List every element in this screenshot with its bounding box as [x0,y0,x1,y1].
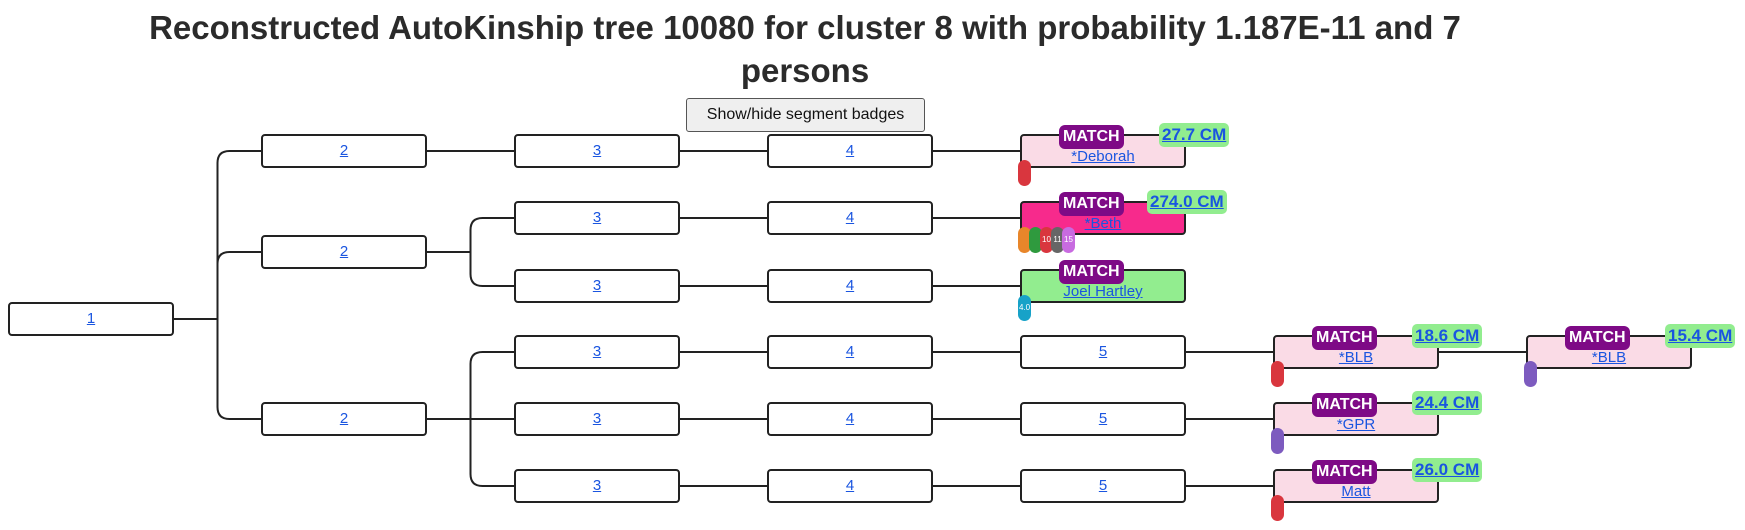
tree-node-n3b: 3 [514,201,680,235]
segment-badge[interactable] [1524,361,1537,387]
node-link[interactable]: 3 [592,410,602,427]
page-title: Reconstructed AutoKinship tree 10080 for… [149,9,1461,89]
tree-node-n1: 1 [8,302,174,336]
node-link[interactable]: 5 [1098,477,1108,494]
segment-badge[interactable] [1271,361,1284,387]
node-link[interactable]: 5 [1098,343,1108,360]
tree-node-n4f: 4 [767,469,933,503]
segment-badge[interactable]: 15 [1062,227,1075,253]
match-name-link[interactable]: *GPR [1336,416,1376,433]
tree-node-n5f: 5 [1020,469,1186,503]
tree-node-n2c: 2 [261,402,427,436]
match-badge: MATCH [1312,393,1377,417]
node-link[interactable]: 3 [592,277,602,294]
match-badge: MATCH [1059,260,1124,284]
segment-badge[interactable]: 11 [1051,227,1064,253]
node-link[interactable]: 4 [845,277,855,294]
tree-node-n3a: 3 [514,134,680,168]
node-link[interactable]: 2 [339,142,349,159]
match-name-link[interactable]: *Beth [1084,215,1122,232]
node-link[interactable]: 4 [845,142,855,159]
match-badge: MATCH [1059,192,1124,216]
cm-badge[interactable]: 26.0 CM [1412,458,1483,482]
match-name-link[interactable]: *Deborah [1071,148,1135,165]
connector-n1 [174,150,261,420]
cm-badge[interactable]: 15.4 CM [1665,324,1736,348]
segment-badge[interactable] [1271,495,1284,521]
tree-node-n2b: 2 [261,235,427,269]
segment-badge[interactable] [1018,160,1031,186]
node-link[interactable]: 3 [592,142,602,159]
match-name-link[interactable]: *BLB [1591,349,1627,366]
cm-badge[interactable]: 274.0 CM [1147,190,1227,214]
match-badge: MATCH [1312,460,1377,484]
tree-node-n3d: 3 [514,335,680,369]
tree-node-n2a: 2 [261,134,427,168]
node-link[interactable]: 4 [845,343,855,360]
toggle-segment-badges-button[interactable]: Show/hide segment badges [686,98,925,132]
segment-badge[interactable] [1018,227,1031,253]
tree-node-n5e: 5 [1020,402,1186,436]
node-link[interactable]: 5 [1098,410,1108,427]
node-link[interactable]: 3 [592,477,602,494]
node-link[interactable]: 3 [592,343,602,360]
tree-node-n4a: 4 [767,134,933,168]
connector-n2b [427,217,514,287]
match-name-link[interactable]: Matt [1341,483,1371,500]
match-badge: MATCH [1059,125,1124,149]
tree-node-n5d: 5 [1020,335,1186,369]
connector-n2c [427,351,514,487]
match-badge: MATCH [1565,326,1630,350]
match-badge: MATCH [1312,326,1377,350]
cm-badge[interactable]: 18.6 CM [1412,324,1483,348]
tree-node-n4d: 4 [767,335,933,369]
segment-badge[interactable] [1029,227,1042,253]
node-link[interactable]: 3 [592,209,602,226]
match-node-blb1: MATCH 18.6 CM *BLB [1271,324,1483,387]
match-node-deborah: MATCH 27.7 CM *Deborah [1018,123,1230,186]
match-name-link[interactable]: Joel Hartley [1063,283,1143,300]
cm-badge[interactable]: 27.7 CM [1159,123,1230,147]
tree-node-n4c: 4 [767,269,933,303]
match-node-gpr: MATCH 24.4 CM *GPR [1271,391,1483,454]
cm-badge[interactable]: 24.4 CM [1412,391,1483,415]
match-name-link[interactable]: *BLB [1338,349,1374,366]
match-node-joel: MATCH 4.0 Joel Hartley [1018,260,1186,321]
segment-badge[interactable]: 10 [1040,227,1053,253]
node-link[interactable]: 2 [339,243,349,260]
node-link[interactable]: 4 [845,410,855,427]
match-node-blb2: MATCH 15.4 CM *BLB [1524,324,1736,387]
node-link[interactable]: 2 [339,410,349,427]
node-link[interactable]: 4 [845,477,855,494]
tree-node-n3c: 3 [514,269,680,303]
segment-badge[interactable] [1271,428,1284,454]
segment-badge[interactable]: 4.0 [1018,295,1031,321]
tree-node-n4e: 4 [767,402,933,436]
node-link[interactable]: 4 [845,209,855,226]
tree-node-n4b: 4 [767,201,933,235]
match-node-matt: MATCH 26.0 CM Matt [1271,458,1483,521]
node-link[interactable]: 1 [86,310,96,327]
tree-node-n3f: 3 [514,469,680,503]
tree-node-n3e: 3 [514,402,680,436]
